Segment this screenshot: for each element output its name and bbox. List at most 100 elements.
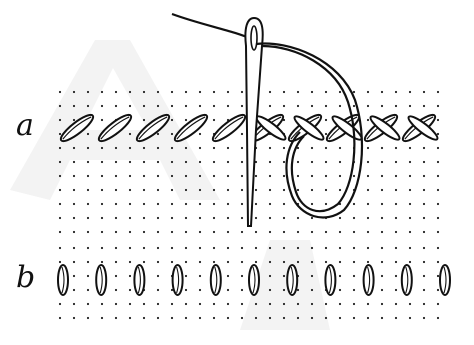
grid-dot bbox=[101, 231, 103, 233]
grid-dot bbox=[73, 203, 75, 205]
grid-dot bbox=[269, 189, 271, 191]
grid-dot bbox=[241, 289, 243, 291]
grid-dot bbox=[381, 217, 383, 219]
grid-dot bbox=[213, 247, 215, 249]
grid-dot bbox=[269, 161, 271, 163]
grid-dot bbox=[395, 303, 397, 305]
grid-dot bbox=[353, 275, 355, 277]
grid-dot bbox=[381, 203, 383, 205]
grid-dot bbox=[395, 247, 397, 249]
grid-dot bbox=[199, 147, 201, 149]
grid-dot bbox=[255, 261, 257, 263]
grid-dot bbox=[115, 289, 117, 291]
grid-dot bbox=[171, 217, 173, 219]
grid-dot bbox=[73, 161, 75, 163]
grid-dot bbox=[171, 189, 173, 191]
stitch-a bbox=[210, 111, 248, 144]
grid-dot bbox=[367, 189, 369, 191]
grid-dot bbox=[423, 147, 425, 149]
grid-dot bbox=[143, 231, 145, 233]
grid-dot bbox=[409, 161, 411, 163]
grid-dot bbox=[367, 119, 369, 121]
grid-dot bbox=[325, 189, 327, 191]
grid-dot bbox=[325, 175, 327, 177]
grid-dot bbox=[395, 105, 397, 107]
grid-dot bbox=[339, 289, 341, 291]
grid-dot bbox=[73, 317, 75, 319]
grid-dot bbox=[87, 275, 89, 277]
grid-dot bbox=[227, 261, 229, 263]
grid-dot bbox=[283, 161, 285, 163]
grid-dot bbox=[129, 261, 131, 263]
grid-dot bbox=[199, 275, 201, 277]
grid-dot bbox=[395, 147, 397, 149]
grid-dot bbox=[171, 317, 173, 319]
row-label-a: a bbox=[16, 111, 34, 141]
grid-dot bbox=[311, 261, 313, 263]
grid-dot bbox=[311, 231, 313, 233]
grid-dot bbox=[283, 231, 285, 233]
grid-dot bbox=[87, 231, 89, 233]
grid-dot bbox=[59, 119, 61, 121]
grid-dot bbox=[353, 175, 355, 177]
grid-dot bbox=[283, 203, 285, 205]
grid-dot bbox=[143, 175, 145, 177]
grid-dot bbox=[297, 289, 299, 291]
grid-dot bbox=[311, 161, 313, 163]
grid-dot bbox=[395, 203, 397, 205]
grid-dot bbox=[367, 91, 369, 93]
grid-dot bbox=[129, 161, 131, 163]
grid-dot bbox=[269, 317, 271, 319]
grid-dot bbox=[59, 189, 61, 191]
grid-dot bbox=[115, 105, 117, 107]
grid-dot bbox=[185, 275, 187, 277]
grid-dot bbox=[353, 217, 355, 219]
grid-dot bbox=[311, 317, 313, 319]
grid-dot bbox=[423, 289, 425, 291]
grid-dot bbox=[73, 261, 75, 263]
grid-dot bbox=[73, 189, 75, 191]
grid-dot bbox=[59, 261, 61, 263]
grid-dot bbox=[255, 203, 257, 205]
grid-dot bbox=[437, 91, 439, 93]
grid-dot bbox=[283, 289, 285, 291]
grid-dot bbox=[297, 303, 299, 305]
grid-dot bbox=[409, 105, 411, 107]
grid-dot bbox=[129, 231, 131, 233]
grid-dot bbox=[101, 203, 103, 205]
grid-dot bbox=[339, 231, 341, 233]
grid-dot bbox=[353, 203, 355, 205]
grid-dot bbox=[311, 175, 313, 177]
grid-dot bbox=[353, 91, 355, 93]
grid-dot bbox=[199, 91, 201, 93]
grid-dot bbox=[381, 317, 383, 319]
grid-dot bbox=[241, 261, 243, 263]
grid-dot bbox=[185, 91, 187, 93]
grid-dot bbox=[227, 303, 229, 305]
grid-dot bbox=[73, 217, 75, 219]
grid-dot bbox=[59, 175, 61, 177]
grid-dot bbox=[381, 303, 383, 305]
grid-dot bbox=[353, 289, 355, 291]
grid-dot bbox=[129, 217, 131, 219]
grid-dot bbox=[101, 317, 103, 319]
grid-dot bbox=[409, 247, 411, 249]
grid-dot bbox=[101, 247, 103, 249]
grid-dot bbox=[339, 91, 341, 93]
grid-dot bbox=[297, 247, 299, 249]
grid-dot bbox=[115, 189, 117, 191]
grid-dot bbox=[185, 231, 187, 233]
grid-dot bbox=[115, 203, 117, 205]
grid-dot bbox=[129, 289, 131, 291]
grid-dot bbox=[409, 303, 411, 305]
grid-dot bbox=[311, 203, 313, 205]
grid-dot bbox=[381, 231, 383, 233]
grid-dot bbox=[157, 231, 159, 233]
grid-dot bbox=[213, 175, 215, 177]
grid-dot bbox=[171, 261, 173, 263]
grid-dot bbox=[73, 247, 75, 249]
grid-dot bbox=[311, 289, 313, 291]
grid-dot bbox=[325, 231, 327, 233]
grid-dot bbox=[381, 289, 383, 291]
grid-dot bbox=[157, 289, 159, 291]
